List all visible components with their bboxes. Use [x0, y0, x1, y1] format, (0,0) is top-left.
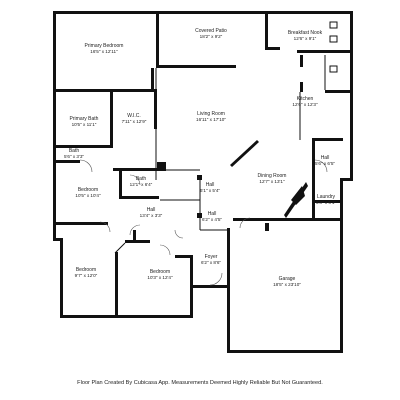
room-covered-patio: Covered Patio 18'2" x 9'2"	[195, 28, 227, 39]
svg-text:Bedroom: Bedroom	[76, 267, 96, 273]
room-hall-west: Hall 13'4" x 3'3"	[140, 207, 163, 218]
svg-text:Hall: Hall	[208, 211, 217, 217]
svg-text:10'5" x 10'4": 10'5" x 10'4"	[75, 193, 101, 198]
room-bedroom-2: Bedroom 9'7" x 12'0"	[75, 267, 98, 278]
door-swings	[79, 159, 328, 286]
svg-text:7'11" x 12'9": 7'11" x 12'9"	[122, 119, 147, 124]
svg-text:6'2" x 8'6": 6'2" x 8'6"	[201, 260, 221, 265]
svg-text:10'5" x 11'1": 10'5" x 11'1"	[72, 122, 97, 127]
room-hall-east: Hall 5'6" x 6'5"	[315, 155, 335, 166]
svg-text:10'3" x 12'4": 10'3" x 12'4"	[147, 275, 173, 280]
room-hall-center: Hall 6'1" x 5'4"	[200, 182, 220, 193]
svg-text:18'2" x 9'2": 18'2" x 9'2"	[200, 34, 223, 39]
svg-text:Breakfast Nook: Breakfast Nook	[288, 30, 323, 36]
svg-text:Primary Bath: Primary Bath	[70, 116, 99, 122]
svg-text:Hall: Hall	[147, 207, 156, 213]
svg-text:Bath: Bath	[136, 176, 147, 182]
svg-text:Bedroom: Bedroom	[150, 269, 170, 275]
svg-text:W.I.C.: W.I.C.	[127, 113, 141, 119]
room-kitchen: Kitchen 12'6" x 12'3"	[292, 96, 318, 107]
room-bath-hall: Bath 12'1" x 6'4"	[130, 176, 153, 187]
svg-text:9'7" x 12'0": 9'7" x 12'0"	[75, 273, 98, 278]
room-primary-bedroom: Primary Bedroom 16'5" x 12'11"	[85, 43, 124, 54]
walls	[53, 11, 353, 353]
room-bedroom-3: Bedroom 10'3" x 12'4"	[147, 269, 173, 280]
svg-text:18'5" x 23'10": 18'5" x 23'10"	[273, 282, 301, 287]
room-living-room: Living Room 16'11" x 17'10"	[196, 111, 226, 122]
room-foyer: Foyer 6'2" x 8'6"	[201, 254, 221, 265]
svg-text:Laundry: Laundry	[317, 194, 336, 200]
room-primary-bath: Primary Bath 10'5" x 11'1"	[70, 116, 99, 127]
svg-text:Living Room: Living Room	[197, 111, 225, 117]
svg-text:Hall: Hall	[206, 182, 215, 188]
svg-text:5'6" x 3'3": 5'6" x 3'3"	[64, 154, 84, 159]
svg-text:16'5" x 12'11": 16'5" x 12'11"	[90, 49, 118, 54]
svg-text:5'8" x 6'1": 5'8" x 6'1"	[316, 200, 336, 205]
svg-text:16'11" x 17'10": 16'11" x 17'10"	[196, 117, 226, 122]
svg-text:Primary Bedroom: Primary Bedroom	[85, 43, 124, 49]
footer-credit: Floor Plan Created By Cubicasa App. Meas…	[77, 380, 323, 386]
room-bath-small: Bath 5'6" x 3'3"	[64, 148, 84, 159]
svg-text:12'7" x 13'1": 12'7" x 13'1"	[259, 179, 285, 184]
room-labels: Covered Patio 18'2" x 9'2" Breakfast Noo…	[64, 28, 336, 287]
svg-text:Covered Patio: Covered Patio	[195, 28, 227, 34]
svg-text:Bedroom: Bedroom	[78, 187, 98, 193]
svg-text:Hall: Hall	[321, 155, 330, 161]
svg-text:6'2" x 4'5": 6'2" x 4'5"	[202, 217, 222, 222]
svg-text:12'1" x 6'4": 12'1" x 6'4"	[130, 182, 153, 187]
appliance-marks	[329, 21, 338, 73]
room-laundry: Laundry 5'8" x 6'1"	[316, 194, 336, 205]
svg-text:12'6" x 12'3": 12'6" x 12'3"	[292, 102, 318, 107]
svg-text:12'6" x 9'1": 12'6" x 9'1"	[294, 36, 317, 41]
svg-text:Dining Room: Dining Room	[258, 173, 287, 179]
room-dining-room: Dining Room 12'7" x 13'1"	[258, 173, 287, 184]
room-breakfast-nook: Breakfast Nook 12'6" x 9'1"	[288, 30, 323, 41]
room-hall-south: Hall 6'2" x 4'5"	[202, 211, 222, 222]
room-garage: Garage 18'5" x 23'10"	[273, 276, 301, 287]
room-wic: W.I.C. 7'11" x 12'9"	[122, 113, 147, 124]
svg-text:Bath: Bath	[69, 148, 80, 154]
svg-text:5'6" x 6'5": 5'6" x 6'5"	[315, 161, 335, 166]
svg-text:Foyer: Foyer	[205, 254, 218, 260]
room-bedroom-1: Bedroom 10'5" x 10'4"	[75, 187, 101, 198]
svg-text:6'1" x 5'4": 6'1" x 5'4"	[200, 188, 220, 193]
thin-lines	[114, 55, 326, 254]
svg-text:Garage: Garage	[279, 276, 296, 282]
svg-text:Kitchen: Kitchen	[297, 96, 314, 102]
svg-text:13'4" x 3'3": 13'4" x 3'3"	[140, 213, 163, 218]
